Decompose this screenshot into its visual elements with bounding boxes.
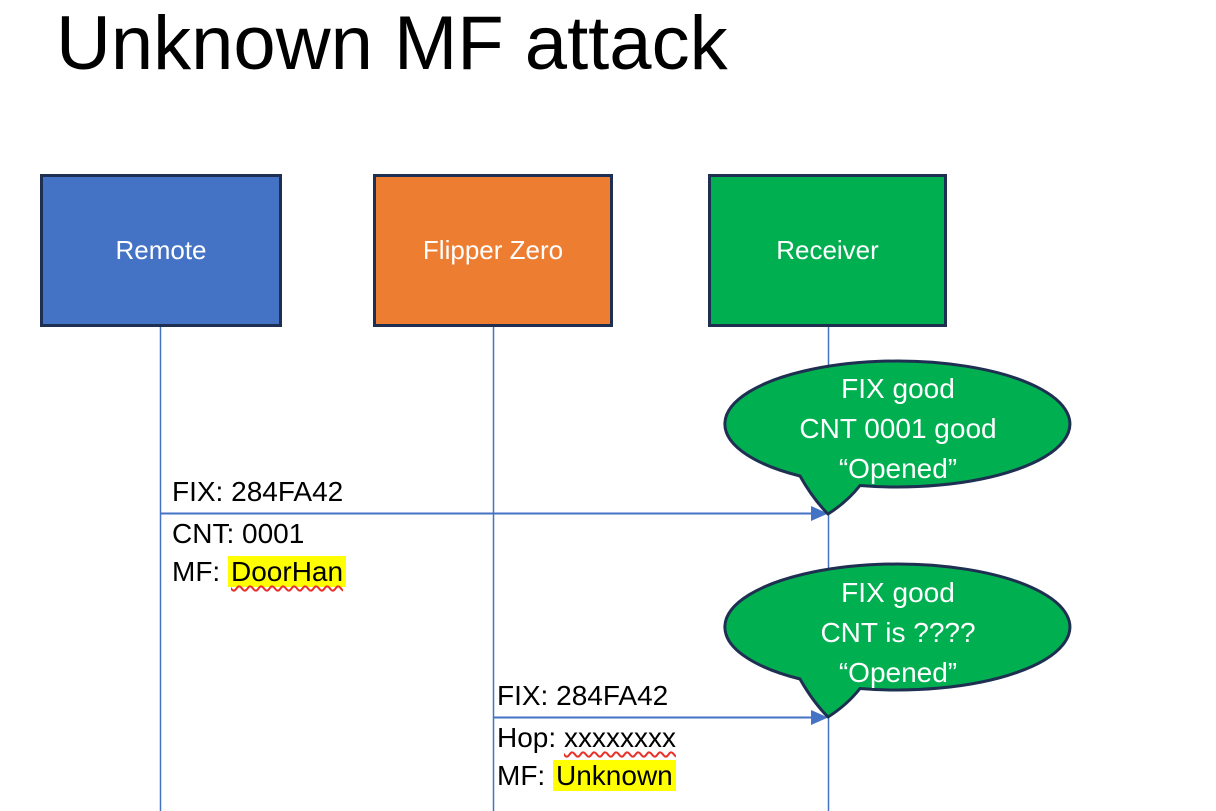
- squiggle-hop-value: xxxxxxxx: [563, 722, 676, 753]
- speech-bubble-2-text: FIX good CNT is ???? “Opened”: [725, 573, 1071, 693]
- message-2-label-fix: FIX: 284FA42: [497, 680, 669, 711]
- message-1-mf-prefix: MF:: [172, 556, 228, 587]
- message-1-label-mf: MF: DoorHan: [172, 555, 347, 588]
- message-arrow-1-head: [811, 506, 828, 521]
- message-2-mf-prefix: MF:: [497, 760, 553, 791]
- message-1-label-fix: FIX: 284FA42: [172, 476, 344, 507]
- speech-bubble-2-shape: [723, 562, 1072, 719]
- actor-label-remote: Remote: [115, 235, 207, 265]
- actor-box-remote: Remote: [40, 174, 282, 327]
- message-2-hop-prefix: Hop:: [497, 722, 564, 753]
- actor-box-receiver: Receiver: [708, 174, 947, 327]
- bubble-1-line-2: CNT 0001 good: [799, 413, 997, 444]
- highlight-unknown: Unknown: [553, 760, 676, 791]
- message-arrow-2-head: [811, 710, 828, 725]
- speech-bubble-1-shape: [723, 359, 1072, 516]
- bubble-2-line-2: CNT is ????: [820, 617, 976, 648]
- bubble-1-line-3: “Opened”: [838, 453, 958, 484]
- actor-box-flipper-zero: Flipper Zero: [373, 174, 613, 327]
- bubble-2-line-3: “Opened”: [838, 657, 958, 688]
- message-2-label-hop: Hop: xxxxxxxx: [497, 721, 676, 754]
- actor-label-flipper-zero: Flipper Zero: [422, 235, 564, 265]
- message-arrow-1: [160, 506, 828, 521]
- bubble-2-line-1: FIX good: [841, 577, 955, 608]
- slide-title: Unknown MF attack: [56, 1, 728, 86]
- highlight-doorhan: DoorHan: [228, 556, 347, 587]
- speech-bubble-1-text: FIX good CNT 0001 good “Opened”: [725, 369, 1071, 489]
- bubble-1-line-1: FIX good: [841, 373, 955, 404]
- message-1-label-cnt: CNT: 0001: [172, 518, 305, 549]
- actor-label-receiver: Receiver: [776, 235, 879, 265]
- message-2-label-mf: MF: Unknown: [497, 759, 676, 792]
- message-arrow-2: [493, 710, 828, 725]
